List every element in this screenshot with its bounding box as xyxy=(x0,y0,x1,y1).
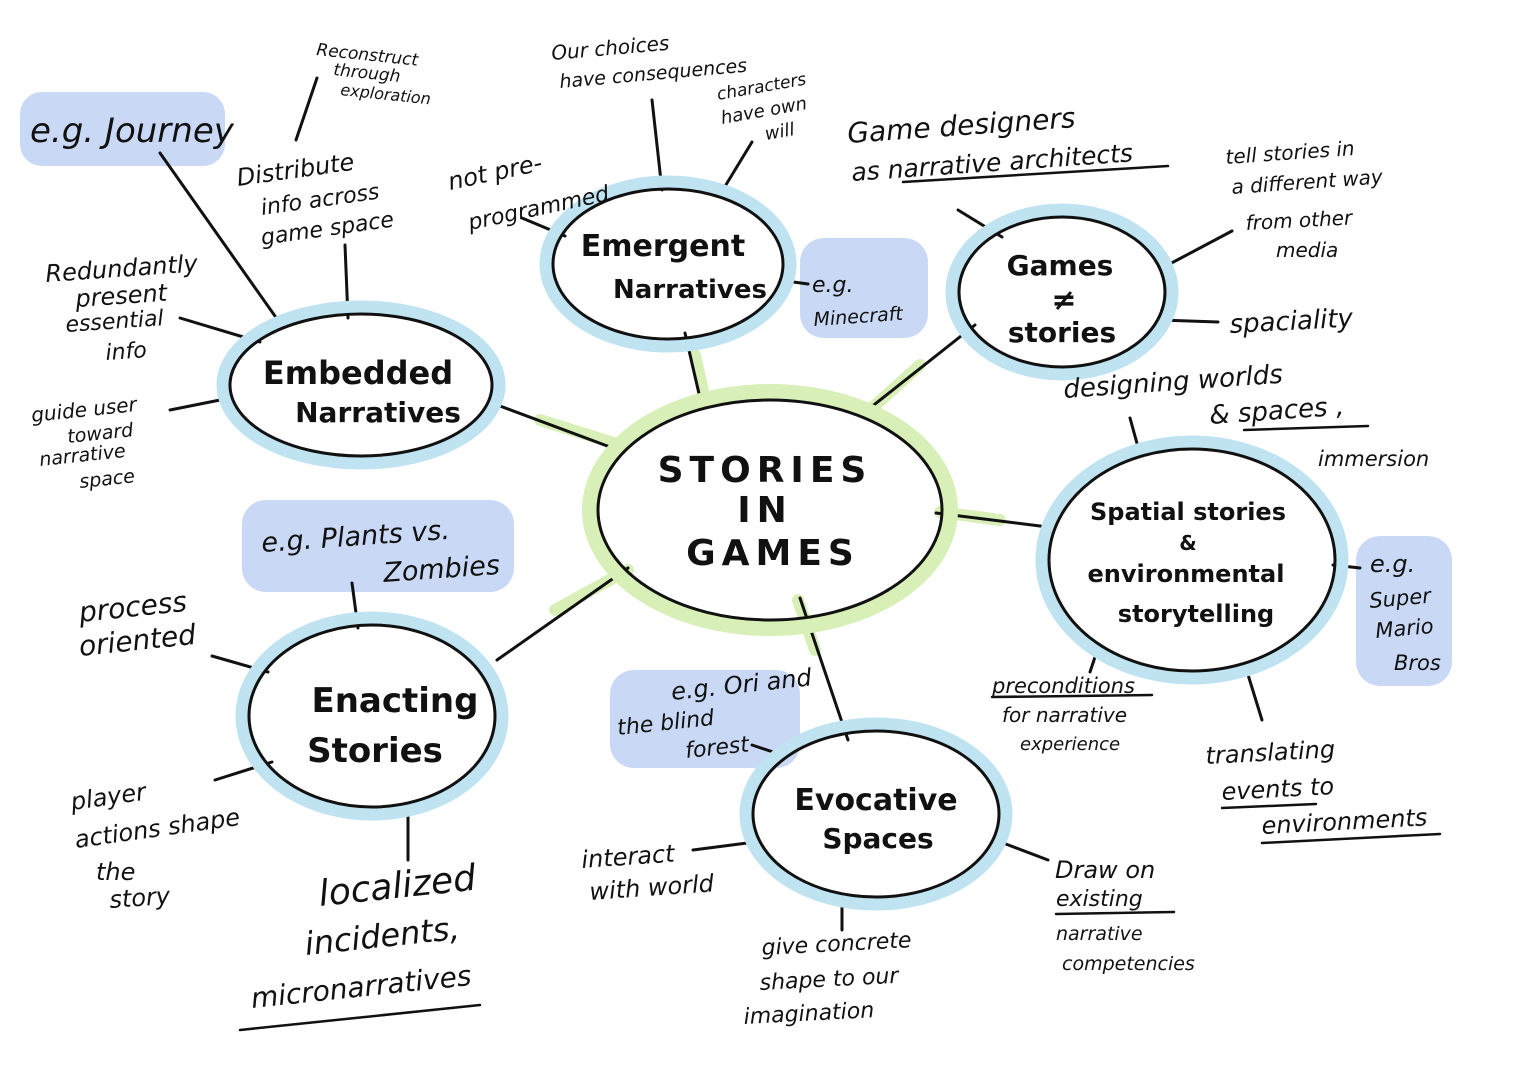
highlight-eg-minecraft xyxy=(800,238,928,338)
note-concrete-1: give concrete xyxy=(761,928,912,961)
note-interact-2: with world xyxy=(588,869,715,906)
node-spatial-stories: Spatial stories & environmental storytel… xyxy=(1035,435,1349,685)
note-game-designers-1: Game designers xyxy=(846,101,1076,150)
node-spatial-line-1: Spatial stories xyxy=(1090,498,1286,526)
note-translating-3: environments xyxy=(1261,803,1428,840)
node-embedded-line-1: Embedded xyxy=(263,354,453,392)
note-draw-on-1: Draw on xyxy=(1055,856,1155,884)
underline-environments xyxy=(1260,832,1442,845)
node-spatial-line-2: & xyxy=(1179,531,1196,555)
note-reconstruct-3: exploration xyxy=(340,80,432,108)
note-not-preprogrammed-2: programmed xyxy=(465,181,612,236)
note-translating-2: events to xyxy=(1221,772,1335,806)
node-embedded-narratives: Embedded Narratives xyxy=(216,300,506,470)
note-tell-stories-1: tell stories in xyxy=(1225,136,1356,169)
note-draw-on-4: competencies xyxy=(1062,953,1195,975)
node-emergent-line-1: Emergent xyxy=(581,229,745,264)
underline-micronarratives xyxy=(238,1003,482,1032)
node-games-line-1: Games xyxy=(1007,249,1114,282)
hub-line-1: STORIES xyxy=(658,450,873,491)
hub-line-3: GAMES xyxy=(686,533,860,574)
node-emergent-line-2: Narratives xyxy=(613,275,767,305)
note-interact-1: interact xyxy=(580,839,677,874)
example-highlights xyxy=(20,92,1452,768)
node-spatial-line-3: environmental xyxy=(1088,560,1285,588)
note-eg-mario-4: Bros xyxy=(1394,651,1441,675)
note-spaciality: spaciality xyxy=(1229,304,1354,340)
underline-existing xyxy=(1054,910,1176,916)
underline-preconditions xyxy=(990,693,1154,699)
highlight-eg-ori xyxy=(610,670,800,768)
node-evocative-spaces: Evocative Spaces xyxy=(739,717,1013,911)
node-enacting-stories: Enacting Stories xyxy=(235,611,509,821)
note-choices-1: Our choices xyxy=(550,31,670,65)
node-games-not-stories: Games ≠ stories xyxy=(945,203,1179,381)
note-localized-1: localized xyxy=(317,858,479,915)
node-evocative-line-2: Spaces xyxy=(822,822,933,855)
note-player-actions-1: player xyxy=(68,777,150,816)
note-characters-3: will xyxy=(763,119,796,145)
note-designing-worlds-2: & spaces , xyxy=(1208,392,1345,431)
note-preconditions-2: for narrative xyxy=(1002,703,1127,727)
note-eg-mario-1: e.g. xyxy=(1370,550,1415,578)
note-guide-user-3: narrative xyxy=(38,440,126,471)
node-games-line-3: stories xyxy=(1008,316,1116,349)
node-enacting-line-2: Stories xyxy=(307,731,443,771)
node-games-line-2: ≠ xyxy=(1051,283,1076,318)
highlight-eg-plants xyxy=(242,500,514,592)
node-spatial-line-4: storytelling xyxy=(1118,600,1274,628)
note-eg-mario-2: Super xyxy=(1368,584,1433,613)
note-eg-mario-3: Mario xyxy=(1374,614,1434,643)
note-immersion: immersion xyxy=(1318,447,1429,471)
note-eg-minecraft-1: e.g. xyxy=(812,273,854,298)
note-eg-journey: e.g. Journey xyxy=(30,111,235,151)
node-enacting-line-1: Enacting xyxy=(312,681,479,721)
note-tell-stories-2: a different way xyxy=(1231,164,1385,199)
highlight-eg-journey xyxy=(20,92,225,166)
node-emergent-narratives: Emergent Narratives xyxy=(539,175,797,353)
notes: e.g. Journey Reconstruct through explora… xyxy=(30,31,1442,1032)
underline-narrative-architects xyxy=(901,164,1170,184)
note-concrete-2: shape to our xyxy=(759,964,901,996)
underline-spaces xyxy=(1242,424,1370,432)
note-redundantly-2: present xyxy=(73,279,169,314)
hub-line-2: IN xyxy=(737,490,793,531)
note-preconditions-1: preconditions xyxy=(991,674,1135,698)
underline-events xyxy=(1220,802,1318,810)
note-guide-user-4: space xyxy=(78,465,136,493)
note-concrete-3: imagination xyxy=(743,998,875,1030)
note-translating-1: translating xyxy=(1205,735,1336,770)
note-tell-stories-4: media xyxy=(1276,238,1338,262)
node-evocative-line-1: Evocative xyxy=(794,783,957,818)
note-localized-3: micronarratives xyxy=(249,959,473,1015)
note-draw-on-3: narrative xyxy=(1056,923,1143,945)
hub-stories-in-games: STORIES IN GAMES xyxy=(582,384,958,636)
note-preconditions-3: experience xyxy=(1020,734,1120,755)
note-draw-on-2: existing xyxy=(1056,887,1143,912)
note-redundantly-4: info xyxy=(105,338,148,366)
highlight-eg-mario xyxy=(1356,536,1452,686)
note-not-preprogrammed-1: not pre- xyxy=(445,149,544,196)
node-embedded-line-2: Narratives xyxy=(295,396,461,429)
note-player-actions-4: story xyxy=(108,882,171,914)
note-localized-2: incidents, xyxy=(303,909,461,963)
note-player-actions-3: the xyxy=(96,858,135,886)
note-tell-stories-3: from other xyxy=(1245,205,1355,235)
